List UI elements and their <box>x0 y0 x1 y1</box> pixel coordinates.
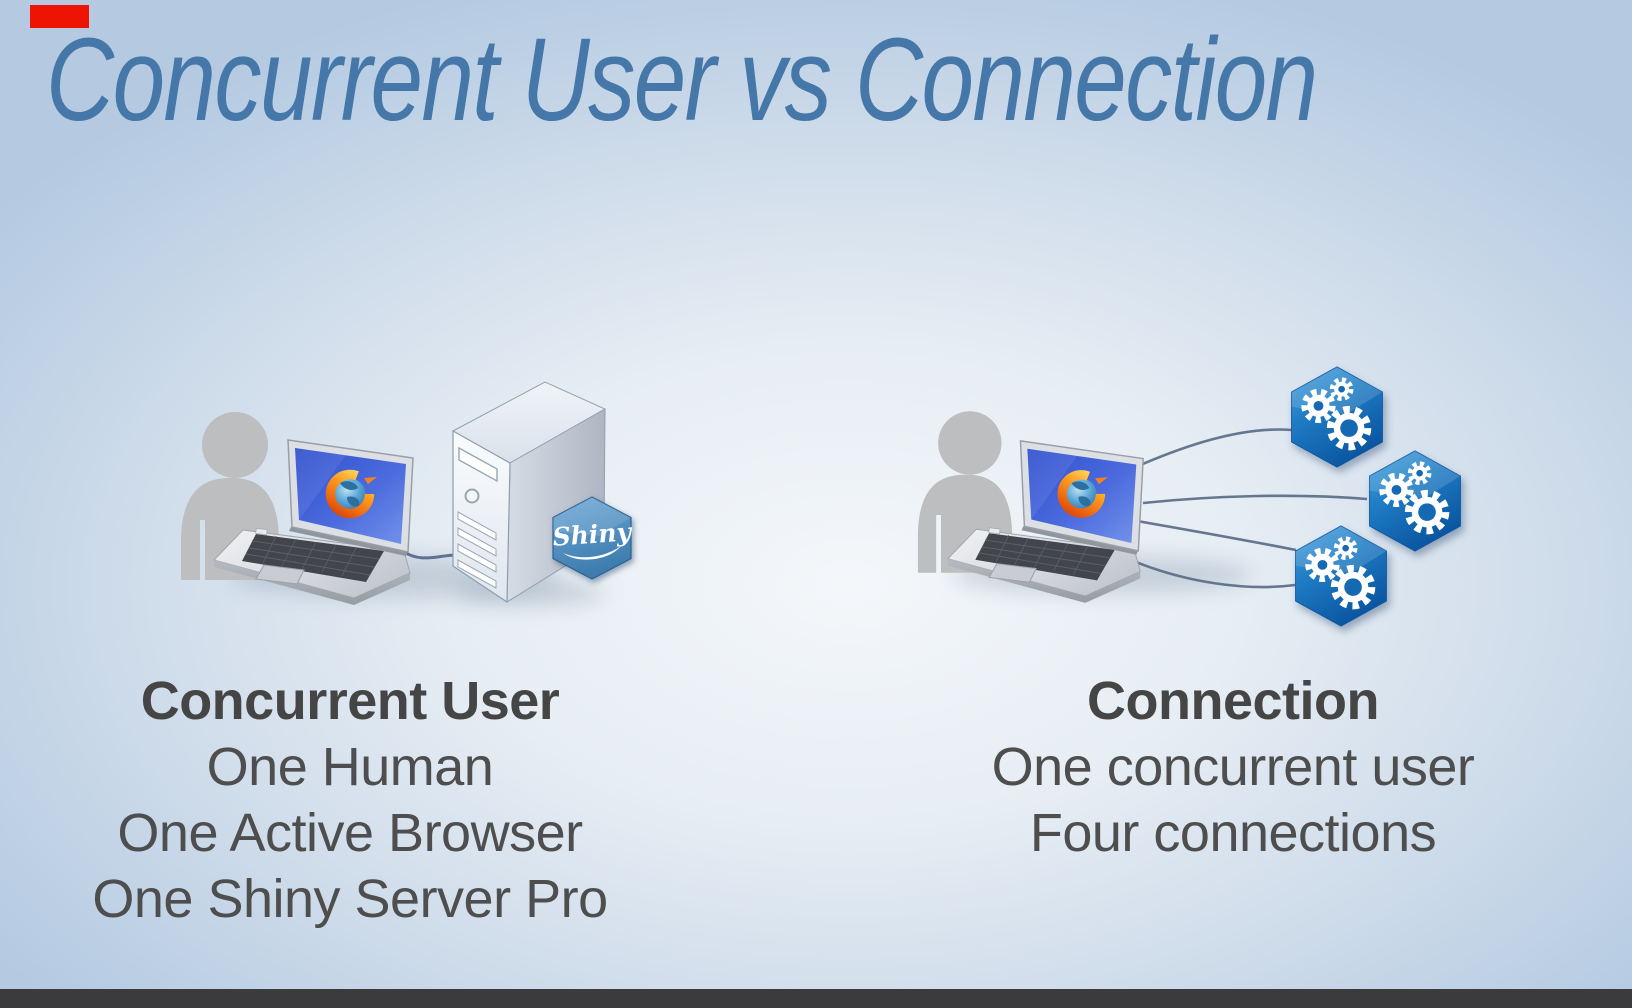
bottom-bar <box>0 989 1632 1008</box>
drive-slot <box>458 446 498 483</box>
right-caption: Connection One concurrent user Four conn… <box>973 668 1493 866</box>
right-caption-line: One concurrent user <box>991 737 1475 797</box>
shiny-badge-label: Shiny <box>552 517 632 552</box>
gear-hexagon-icon <box>1295 525 1387 627</box>
power-button <box>464 488 480 504</box>
right-caption-line: Four connections <box>1029 803 1437 863</box>
record-marker <box>30 5 89 28</box>
connection-line <box>1123 555 1296 589</box>
gear-hexagon-icon <box>1369 450 1461 552</box>
connection-line <box>1142 494 1368 505</box>
shiny-badge: Shiny <box>552 496 632 580</box>
connection-lines <box>1123 428 1368 589</box>
left-caption-heading: Concurrent User <box>140 671 560 731</box>
left-caption: Concurrent User One Human One Active Bro… <box>90 668 610 932</box>
slide-title: Concurrent User vs Connection <box>46 14 1318 146</box>
gear-hexagon-icon <box>1291 366 1383 468</box>
right-caption-heading: Connection <box>1087 671 1379 731</box>
laptop-with-firefox-icon <box>204 430 424 605</box>
left-caption-line: One Active Browser <box>117 803 583 863</box>
left-caption-line: One Shiny Server Pro <box>92 869 608 929</box>
laptop-with-firefox-icon <box>938 431 1154 603</box>
left-caption-line: One Human <box>206 737 494 797</box>
connection-line <box>1136 519 1297 552</box>
connection-line <box>1137 428 1293 468</box>
